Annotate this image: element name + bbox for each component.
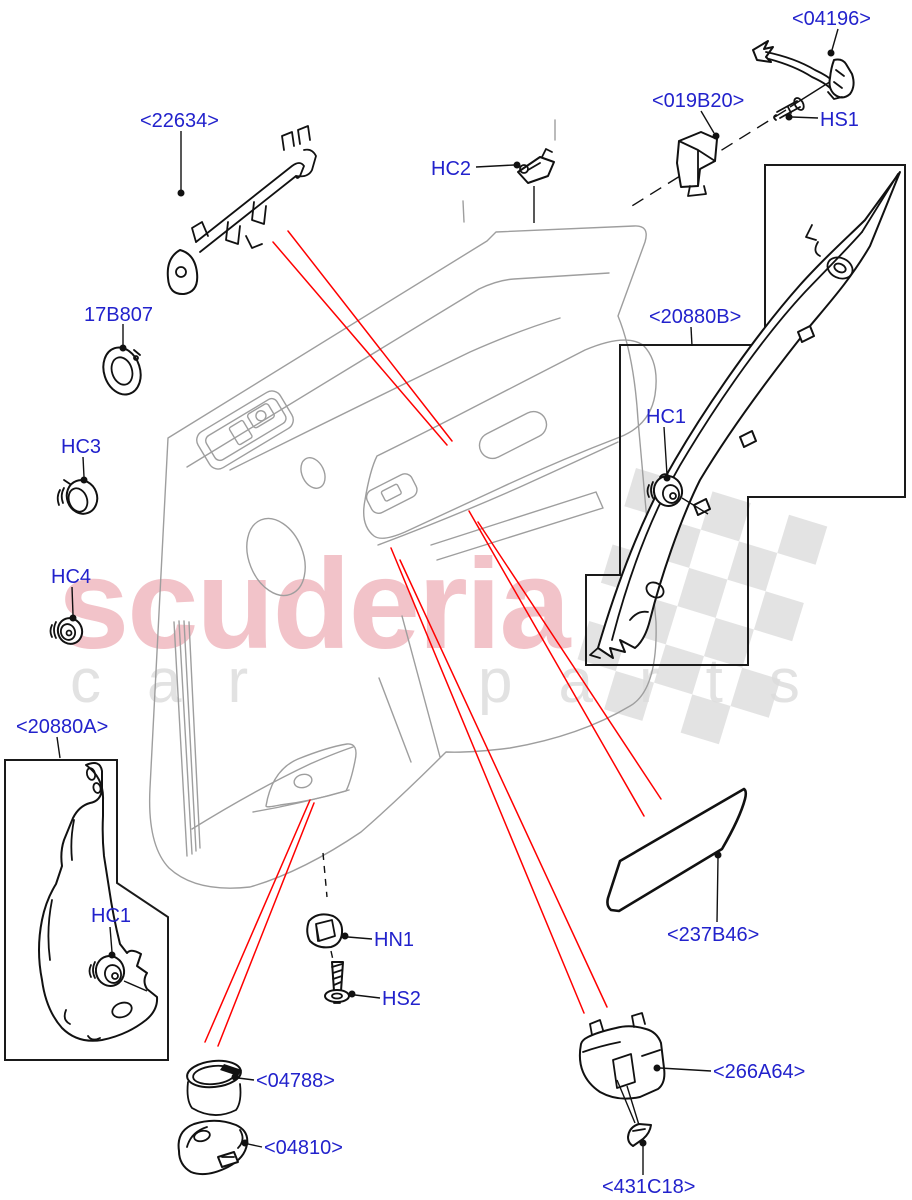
panel-small-oval-hole [300, 457, 326, 489]
part-label-hs2[interactable]: HS2 [382, 988, 421, 1010]
panel-outer-outline [148, 225, 657, 889]
part-20880a-drawing [38, 762, 159, 1042]
door-pull-cutout [478, 410, 548, 460]
part-label-431c18[interactable]: <431C18> [602, 1176, 695, 1198]
part-label-237b46[interactable]: <237B46> [667, 924, 759, 946]
inset-box-20880b [585, 164, 906, 666]
label-leaders [56, 28, 839, 1175]
part-237b46-drawing [606, 787, 748, 913]
part-04788-drawing [186, 1059, 242, 1116]
part-label-266a64[interactable]: <266A64> [713, 1061, 805, 1083]
part-label-04196[interactable]: <04196> [792, 8, 871, 30]
pocket-band-lines [430, 491, 604, 561]
panel-edge-seam-lines [173, 620, 201, 857]
part-22634-drawing [166, 125, 317, 296]
part-431c18-drawing [627, 1123, 652, 1147]
part-label-04810[interactable]: <04810> [264, 1137, 343, 1159]
panel-lower-diagonals [378, 615, 441, 763]
armrest-outline [362, 339, 657, 539]
red-pair-04788 [204, 799, 315, 1047]
hn1-clip-drawing [306, 913, 344, 949]
panel-clip-stubs [462, 119, 556, 223]
part-label-20880a[interactable]: <20880A> [16, 716, 108, 738]
part-label-22634[interactable]: <22634> [140, 110, 219, 132]
part-label-hs1[interactable]: HS1 [820, 109, 859, 131]
part-label-hn1[interactable]: HN1 [374, 929, 414, 951]
window-switch-pack [196, 390, 294, 470]
part-label-hc4[interactable]: HC4 [51, 566, 91, 588]
part-label-hc3[interactable]: HC3 [61, 436, 101, 458]
armrest-switch-bezel [365, 473, 418, 514]
bottom-pocket-opening [191, 746, 354, 830]
part-label-019b20[interactable]: <019B20> [652, 90, 744, 112]
watermark-word-car: car [70, 647, 294, 716]
hn1-dashed-line [322, 852, 334, 961]
dashed-assembly-lines [322, 77, 837, 961]
pocket-under-line [252, 789, 350, 813]
inset-box-20880a [4, 759, 169, 1061]
hc4-clip-drawing [49, 617, 84, 645]
watermark: scuderia car parts [58, 468, 828, 745]
panel-speaker-oval [246, 517, 306, 597]
rod-line-solid [789, 77, 837, 108]
part-label-17b807[interactable]: 17B807 [84, 304, 153, 326]
part-266a64-drawing [578, 1012, 666, 1126]
part-labels: <22634> HC2 <019B20> <04196> HS1 17B807 … [16, 8, 871, 1198]
part-20880b-drawing [589, 171, 901, 659]
part-label-04788[interactable]: <04788> [256, 1070, 335, 1092]
door-panel-drawing [148, 119, 657, 889]
part-019b20-drawing [676, 131, 718, 197]
part-04196-drawing [752, 40, 855, 100]
part-label-hc1-right[interactable]: HC1 [646, 406, 686, 428]
red-pair-237b46 [468, 510, 662, 817]
pocket-screw-hole [293, 773, 313, 789]
red-pair-top-trim [272, 230, 453, 446]
bottom-pocket-recess [265, 743, 357, 808]
red-pair-266a64 [390, 547, 608, 1014]
hc2-clip-drawing [517, 148, 555, 223]
part-label-20880b[interactable]: <20880B> [649, 306, 741, 328]
part-label-hc2[interactable]: HC2 [431, 158, 471, 180]
hc3-clip-drawing [56, 479, 99, 515]
part-17b807-drawing [102, 346, 142, 396]
part-label-hc1-left[interactable]: HC1 [91, 905, 131, 927]
panel-mid-crease [229, 317, 561, 471]
hc1-left-clip-drawing [88, 955, 126, 987]
hs2-screw-drawing [324, 961, 350, 1004]
watermark-brand-text: scuderia [58, 533, 571, 676]
hs1-screw-drawing [773, 97, 805, 121]
red-leader-lines [204, 230, 662, 1047]
part-04810-drawing [177, 1119, 249, 1176]
armrest-lower-edge [377, 441, 619, 546]
panel-sill-inner-line [186, 272, 610, 468]
